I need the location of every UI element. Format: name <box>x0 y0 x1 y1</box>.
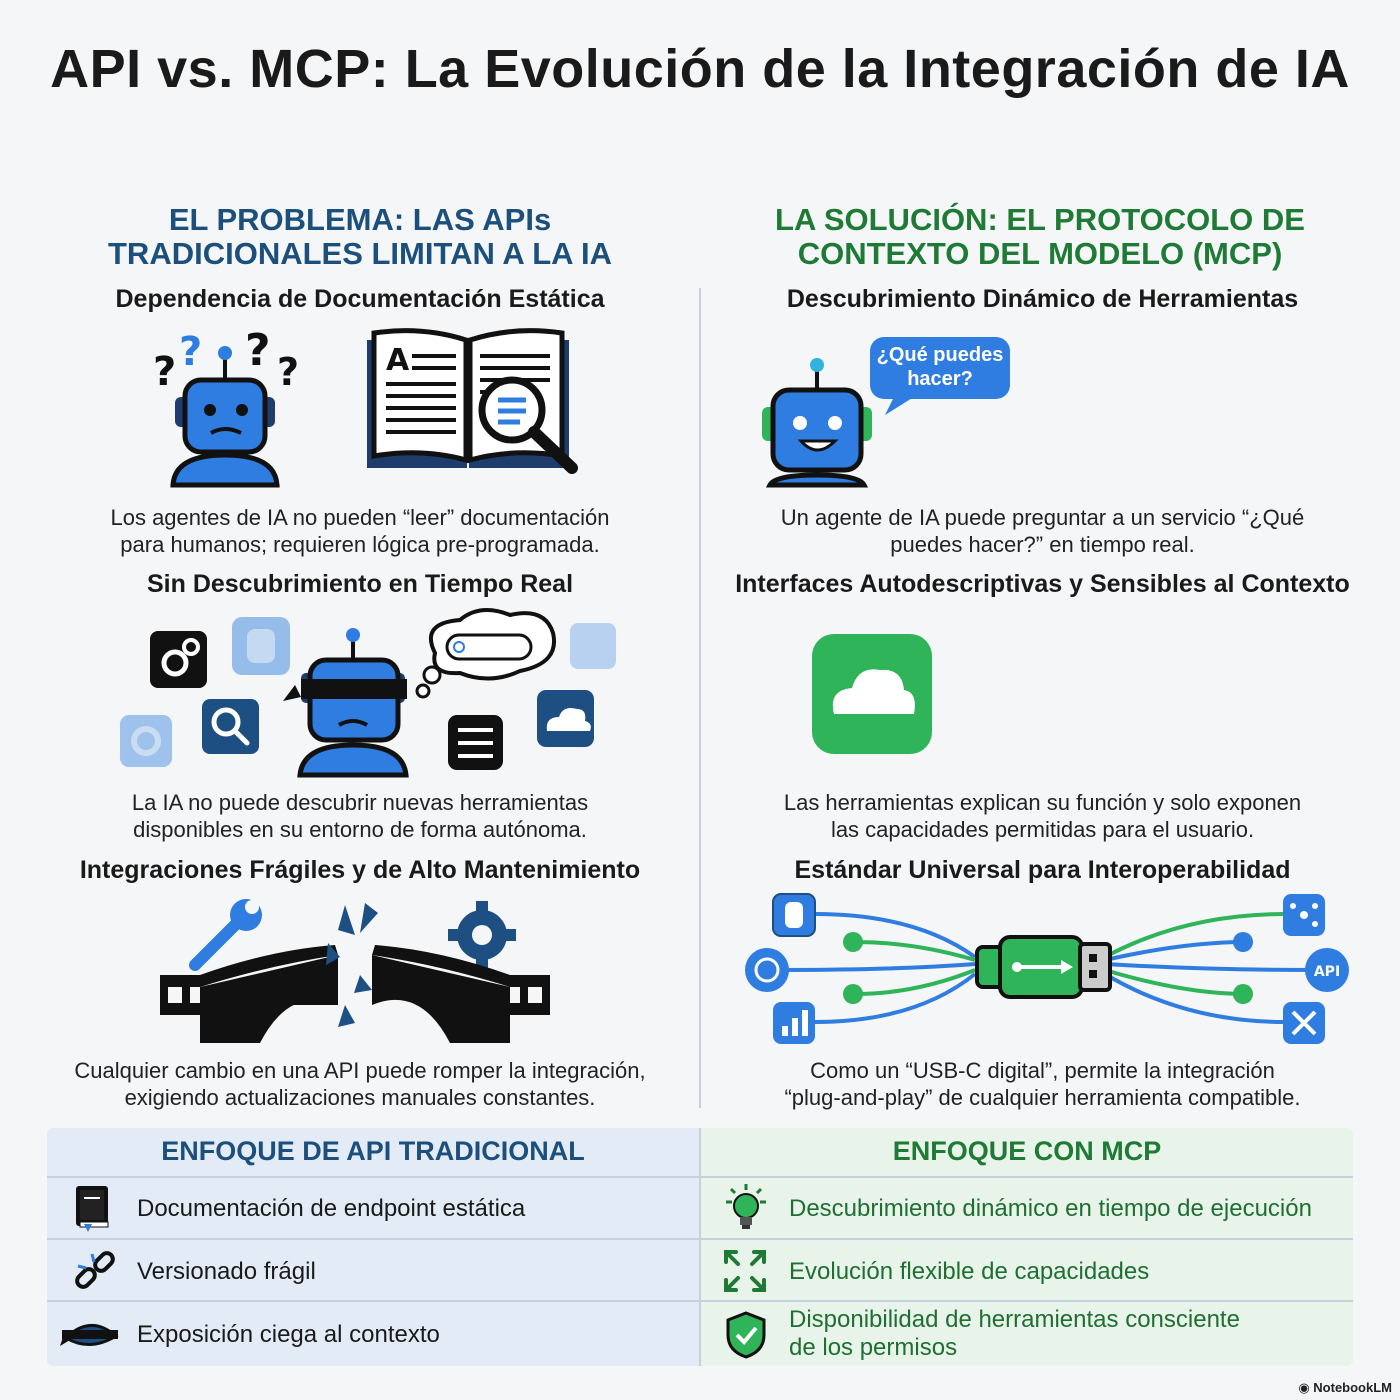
wrench-icon <box>189 899 262 971</box>
brand-label: ◉ NotebookLM <box>1298 1380 1392 1396</box>
gear-icon <box>448 901 516 969</box>
comparison-table-traditional <box>47 1128 699 1366</box>
traditional-row-2: Versionado frágil <box>137 1258 316 1285</box>
table-column-divider <box>699 1128 701 1366</box>
right-section-3-desc: Como un “USB-C digital”, permite la inte… <box>710 1057 1375 1111</box>
svg-text:?: ? <box>179 329 202 375</box>
left-section-2-desc-line2: disponibles en su entorno de forma autón… <box>133 817 587 842</box>
problem-heading: EL PROBLEMA: LAS APIs TRADICIONALES LIMI… <box>60 203 660 271</box>
left-section-3-desc-line2: exigiendo actualizaciones manuales const… <box>124 1085 596 1110</box>
gear-tile-icon <box>150 631 207 688</box>
network-icon <box>1283 894 1325 936</box>
solution-heading: LA SOLUCIÓN: EL PROTOCOLO DE CONTEXTO DE… <box>740 203 1340 271</box>
left-section-3-title: Integraciones Frágiles y de Alto Manteni… <box>79 856 641 884</box>
blindfold-icon <box>60 1324 119 1346</box>
brand-logo-icon: ◉ <box>1298 1380 1314 1395</box>
broken-bridge-icon <box>160 899 550 1043</box>
blurred-tile-icon <box>570 623 616 669</box>
left-section-3-desc: Cualquier cambio en una API puede romper… <box>20 1057 700 1111</box>
right-section-1-title: Descubrimiento Dinámico de Herramientas <box>786 285 1299 313</box>
left-section-1-title: Dependencia de Documentación Estática <box>115 285 605 313</box>
usb-c-hub-icon: API <box>745 893 1349 1044</box>
mcp-row-3: Disponibilidad de herramientas conscient… <box>789 1306 1240 1362</box>
brand-text: NotebookLM <box>1313 1380 1392 1395</box>
right-section-1-desc-line2: puedes hacer?” en tiempo real. <box>890 532 1195 557</box>
thought-cloud-icon <box>415 608 556 699</box>
right-section-2-desc-line2: las capacidades permitidas para el usuar… <box>830 817 1255 842</box>
mcp-row-3-line2: de los permisos <box>789 1334 958 1361</box>
svg-text:?: ? <box>277 350 299 394</box>
openai-icon <box>745 948 789 992</box>
traditional-row-1: Documentación de endpoint estática <box>137 1195 526 1222</box>
happy-robot-icon <box>762 337 1010 488</box>
bar-chart-icon <box>773 1002 815 1044</box>
database-tile-icon <box>232 617 290 675</box>
svg-text:?: ? <box>245 325 271 376</box>
sliders-tile-icon <box>448 715 503 770</box>
right-section-3-desc-line1: Como un “USB-C digital”, permite la inte… <box>810 1058 1275 1083</box>
cloud-tile-icon <box>537 690 594 747</box>
left-section-2-title: Sin Descubrimiento en Tiempo Real <box>146 570 574 598</box>
right-section-1-desc-line1: Un agente de IA puede preguntar a un ser… <box>780 505 1305 530</box>
right-section-3-desc-line2: “plug-and-play” de cualquier herramienta… <box>784 1085 1301 1110</box>
mcp-row-2: Evolución flexible de capacidades <box>789 1258 1150 1285</box>
page-title: API vs. MCP: La Evolución de la Integrac… <box>50 39 1350 99</box>
open-book-icon: A <box>367 328 578 474</box>
left-section-1-desc-line1: Los agentes de IA no pueden “leer” docum… <box>110 505 610 530</box>
right-section-2-desc: Las herramientas explican su función y s… <box>710 789 1375 843</box>
right-section-2-title: Interfaces Autodescriptivas y Sensibles … <box>735 570 1350 598</box>
search-tile-icon <box>202 699 259 754</box>
traditional-header: ENFOQUE DE API TRADICIONAL <box>161 1136 585 1166</box>
blindfolded-robot-icon <box>283 628 409 778</box>
speech-line1: ¿Qué puedes <box>876 344 1004 366</box>
solution-heading-line2: CONTEXTO DEL MODELO (MCP) <box>797 236 1283 271</box>
blurred-gear-icon <box>120 715 172 767</box>
broken-link-icon <box>75 1251 115 1289</box>
speech-line2: hacer? <box>907 368 973 390</box>
mcp-row-1: Descubrimiento dinámico en tiempo de eje… <box>789 1195 1312 1222</box>
blindfolded-robot-scene <box>120 608 616 778</box>
problem-heading-line2: TRADICIONALES LIMITAN A LA IA <box>108 236 612 271</box>
left-section-2-desc-line1: La IA no puede descubrir nuevas herramie… <box>131 790 589 815</box>
expand-arrows-icon <box>724 1250 766 1292</box>
traditional-row-3: Exposición ciega al contexto <box>137 1321 440 1348</box>
problem-heading-line1: EL PROBLEMA: LAS APIs <box>168 202 552 237</box>
mcp-header: ENFOQUE CON MCP <box>892 1136 1162 1166</box>
api-badge-text: API <box>1314 964 1340 980</box>
left-section-3-desc-line1: Cualquier cambio en una API puede romper… <box>74 1058 646 1083</box>
right-section-2-desc-line1: Las herramientas explican su función y s… <box>783 790 1302 815</box>
right-section-1-desc: Un agente de IA puede preguntar a un ser… <box>710 504 1375 558</box>
cloud-app-icon <box>812 634 932 754</box>
svg-text:?: ? <box>153 349 176 395</box>
usb-connector-icon <box>975 935 1112 999</box>
left-section-1-desc-line2: para humanos; requieren lógica pre-progr… <box>120 532 600 557</box>
solution-heading-line1: LA SOLUCIÓN: EL PROTOCOLO DE <box>775 202 1305 237</box>
api-gear-icon: API <box>1305 948 1349 992</box>
column-divider <box>699 288 701 1108</box>
doc-letter: A <box>386 343 410 378</box>
right-section-3-title: Estándar Universal para Interoperabilida… <box>794 856 1291 884</box>
shield-check-icon <box>726 1311 766 1359</box>
speech-bubble <box>870 337 1010 415</box>
tools-icon <box>1283 1002 1325 1044</box>
confused-robot-icon: ? ? ? ? <box>153 325 299 488</box>
left-section-2-desc: La IA no puede descubrir nuevas herramie… <box>40 789 680 843</box>
mcp-row-3-line1: Disponibilidad de herramientas conscient… <box>789 1306 1240 1333</box>
lightbulb-icon <box>726 1184 766 1229</box>
left-section-1-desc: Los agentes de IA no pueden “leer” docum… <box>40 504 680 558</box>
book-icon <box>76 1186 109 1232</box>
database-icon <box>772 893 816 937</box>
comparison-table-mcp <box>701 1128 1353 1366</box>
speech-bubble-text: ¿Qué puedes hacer? <box>870 343 1010 391</box>
